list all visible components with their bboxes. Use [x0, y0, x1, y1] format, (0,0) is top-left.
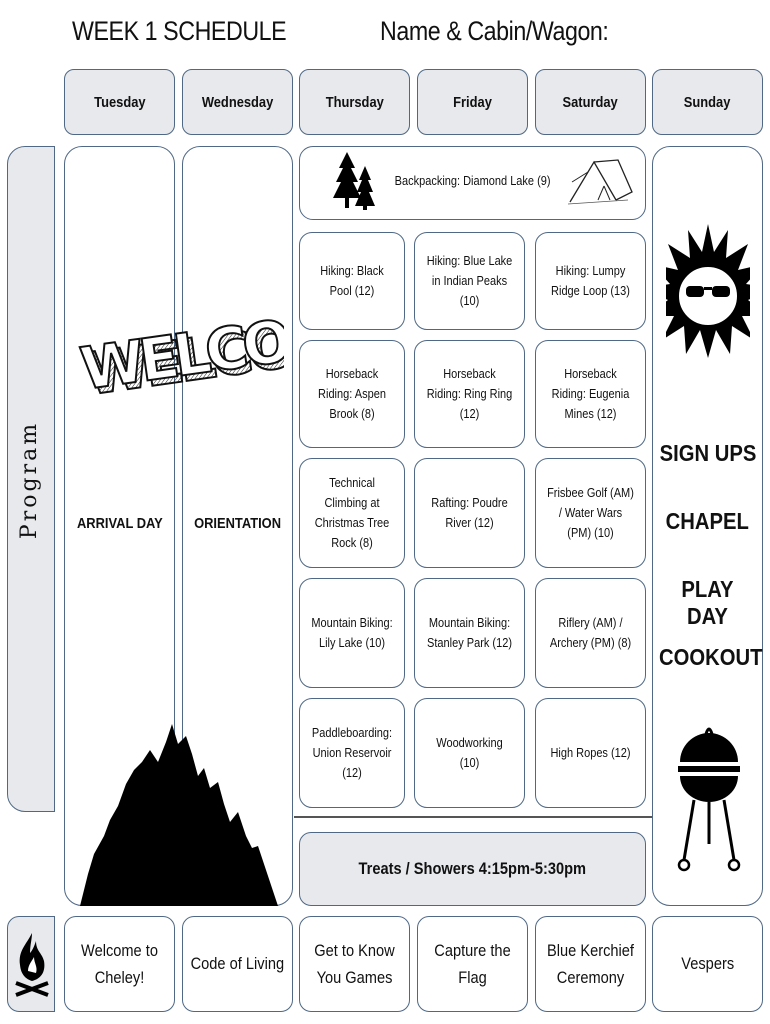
grill-icon	[677, 727, 741, 872]
backpacking-banner	[299, 146, 646, 220]
day-header-tuesday: Tuesday	[64, 69, 175, 135]
activity-card: Horseback Riding: Eugenia Mines (12)	[535, 340, 646, 448]
cookout-label: COOKOUT	[659, 644, 763, 670]
treats-showers-banner: Treats / Showers 4:15pm-5:30pm	[299, 832, 646, 906]
tent-icon	[568, 159, 633, 205]
play-day-label: PLAY DAY	[681, 576, 734, 629]
activity-card: Woodworking (10)	[414, 698, 525, 808]
activity-card: Mountain Biking: Stanley Park (12)	[414, 578, 525, 688]
activity-card: Horseback Riding: Ring Ring (12)	[414, 340, 525, 448]
activity-card: Riflery (AM) / Archery (PM) (8)	[535, 578, 646, 688]
activity-card: Mountain Biking: Lily Lake (10)	[299, 578, 405, 688]
evening-tuesday: Welcome to Cheley!	[64, 916, 175, 1012]
sign-ups-label: SIGN UPS	[659, 440, 756, 466]
evening-sunday: Vespers	[652, 916, 763, 1012]
activity-card: High Ropes (12)	[535, 698, 646, 808]
activity-card: Rafting: Poudre River (12)	[414, 458, 525, 568]
activity-card: Hiking: Blue Lake in Indian Peaks (10)	[414, 232, 525, 330]
campfire-icon	[15, 933, 49, 997]
chapel-label: CHAPEL	[665, 508, 750, 534]
day-header-saturday: Saturday	[535, 69, 646, 135]
orientation-label: ORIENTATION	[194, 515, 281, 532]
sunday-activities: SIGN UPS CHAPEL PLAY DAY COOKOUT	[652, 440, 763, 712]
mountain-icon	[80, 724, 278, 906]
evening-saturday: Blue Kerchief Ceremony	[535, 916, 646, 1012]
welcome-art: WELCOME! WELCOME!	[75, 291, 284, 410]
activity-card: Technical Climbing at Christmas Tree Roc…	[299, 458, 405, 568]
activity-card: Paddleboarding: Union Reservoir (12)	[299, 698, 405, 808]
day-header-thursday: Thursday	[299, 69, 410, 135]
activity-card: Hiking: Lumpy Ridge Loop (13)	[535, 232, 646, 330]
evening-friday: Capture the Flag	[417, 916, 528, 1012]
section-divider	[294, 816, 652, 818]
evening-sidebar	[7, 916, 55, 1012]
activity-card: Frisbee Golf (AM) / Water Wars (PM) (10)	[535, 458, 646, 568]
evening-wednesday: Code of Living	[182, 916, 293, 1012]
backpacking-label: Backpacking: Diamond Lake (9)	[395, 174, 551, 188]
evening-thursday: Get to Know You Games	[299, 916, 410, 1012]
day-header-wednesday: Wednesday	[182, 69, 293, 135]
program-label: Program	[17, 420, 42, 540]
day-header-friday: Friday	[417, 69, 528, 135]
arrival-day-label: ARRIVAL DAY	[76, 515, 163, 532]
program-sidebar: Program	[7, 146, 55, 812]
activity-card: Hiking: Black Pool (12)	[299, 232, 405, 330]
schedule-title: WEEK 1 SCHEDULE	[72, 16, 287, 46]
pine-trees-icon	[333, 152, 375, 210]
svg-text:WELCOME!: WELCOME!	[76, 292, 284, 403]
sun-with-sunglasses-icon	[666, 224, 750, 358]
activity-card: Horseback Riding: Aspen Brook (8)	[299, 340, 405, 448]
name-cabin-field-label: Name & Cabin/Wagon:	[380, 16, 609, 46]
day-header-sunday: Sunday	[652, 69, 763, 135]
